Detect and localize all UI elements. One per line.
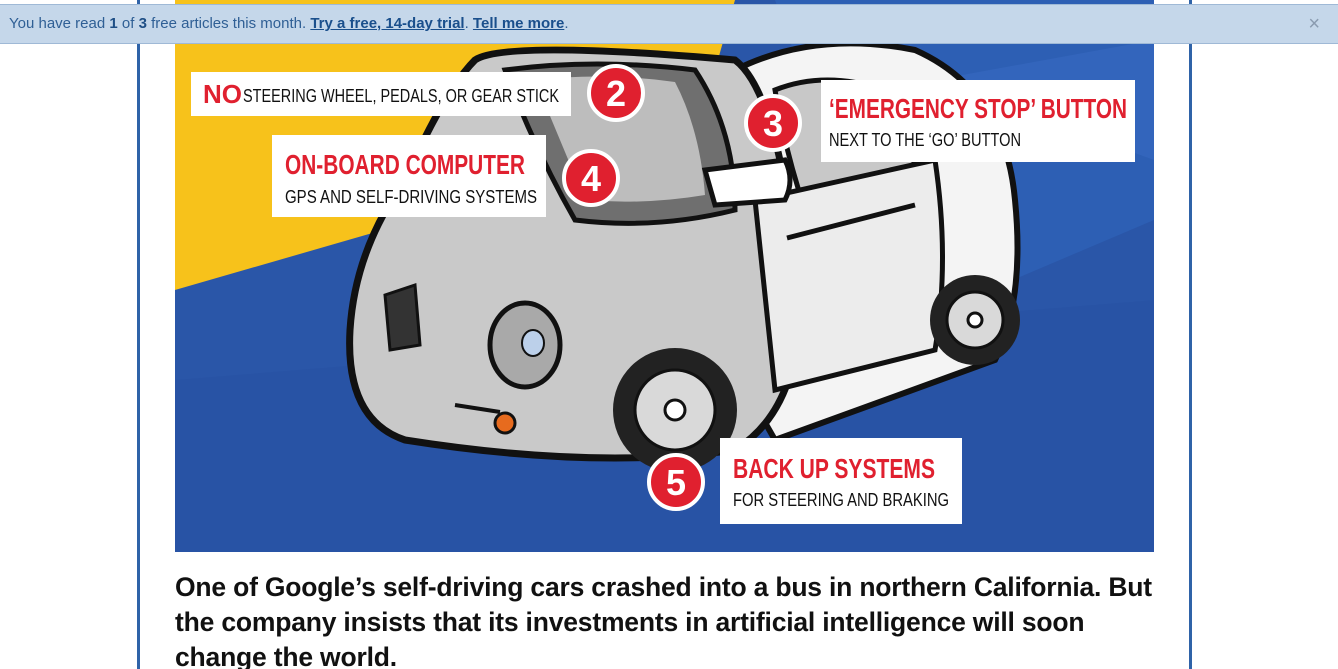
callout-no-controls: NO STEERING WHEEL, PEDALS, OR GEAR STICK… — [191, 64, 645, 122]
banner-text-of: of — [117, 15, 139, 32]
callout-emergency-stop: ‘EMERGENCY STOP’ BUTTON NEXT TO THE ‘GO’… — [744, 80, 1135, 162]
callout-3-number: 3 — [763, 103, 783, 144]
callout-3-heading: ‘EMERGENCY STOP’ BUTTON — [829, 93, 1127, 124]
close-icon[interactable]: × — [1308, 13, 1320, 35]
article-lede: One of Google’s self-driving cars crashe… — [175, 572, 1152, 669]
tell-me-more-link[interactable]: Tell me more — [472, 15, 565, 32]
paywall-banner: You have read 1 of 3 free articles this … — [0, 4, 1338, 44]
banner-end: . — [564, 15, 569, 32]
car-infographic: NO STEERING WHEEL, PEDALS, OR GEAR STICK… — [175, 0, 1154, 552]
callout-5-heading: BACK UP SYSTEMS — [733, 453, 935, 484]
callout-4-heading: ON-BOARD COMPUTER — [285, 149, 525, 180]
free-trial-link[interactable]: Try a free, 14-day trial — [310, 15, 465, 32]
callout-2-heading: NO — [203, 79, 242, 109]
banner-text-prefix: You have read — [9, 15, 110, 32]
banner-total-count: 3 — [138, 15, 147, 32]
callout-2-text: STEERING WHEEL, PEDALS, OR GEAR STICK — [243, 86, 559, 106]
callout-backup-systems: BACK UP SYSTEMS FOR STEERING AND BRAKING… — [647, 438, 962, 524]
callout-5-text: FOR STEERING AND BRAKING — [733, 490, 949, 510]
callout-onboard-computer: ON-BOARD COMPUTER GPS AND SELF-DRIVING S… — [272, 135, 620, 217]
callout-4-number: 4 — [581, 158, 601, 199]
callout-4-text: GPS AND SELF-DRIVING SYSTEMS — [285, 187, 537, 207]
callout-2-number: 2 — [606, 73, 626, 114]
banner-read-count: 1 — [109, 15, 118, 32]
banner-text-suffix: free articles this month. — [146, 15, 311, 32]
banner-separator: . — [464, 15, 473, 32]
callout-5-number: 5 — [666, 462, 686, 503]
callout-3-text: NEXT TO THE ‘GO’ BUTTON — [829, 130, 1021, 150]
